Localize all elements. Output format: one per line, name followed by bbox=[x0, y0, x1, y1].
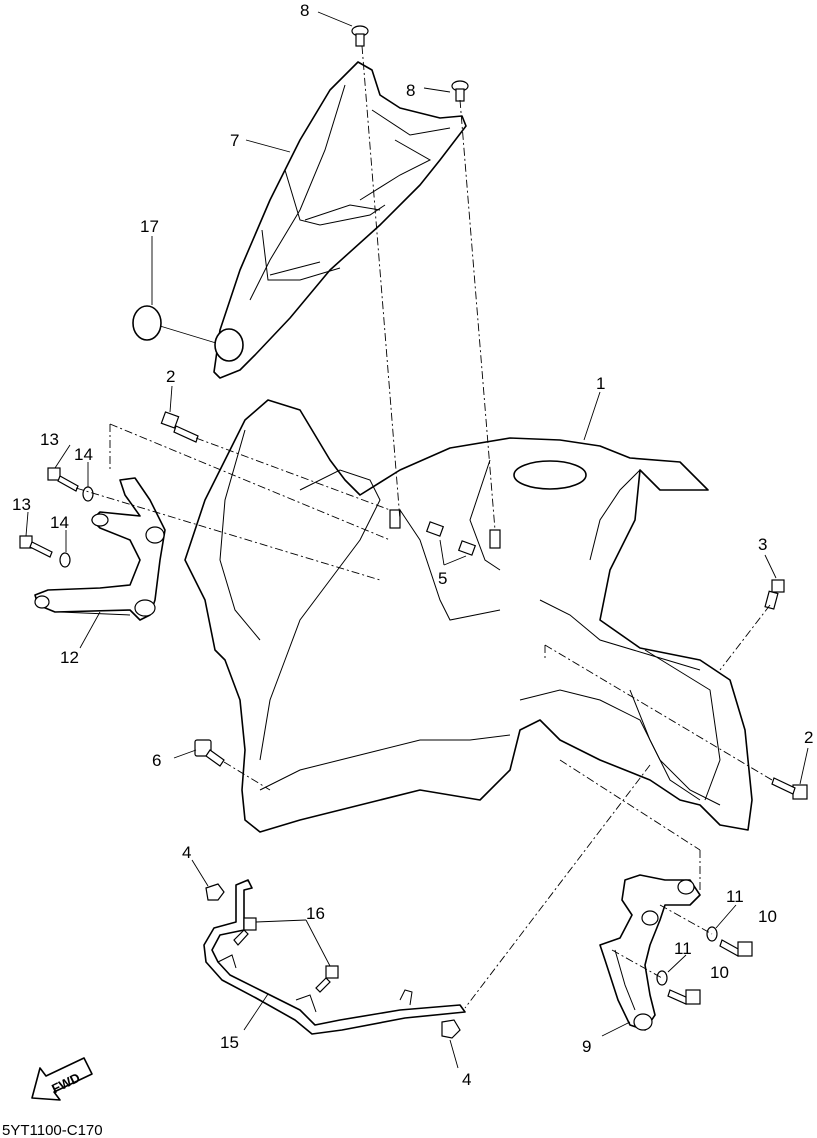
bolt-2-right bbox=[771, 777, 808, 800]
callout-label: 4 bbox=[182, 843, 191, 862]
washer-14-lower bbox=[59, 552, 71, 568]
callout-label: 13 bbox=[40, 430, 59, 449]
nut-4-bottom bbox=[441, 1019, 461, 1039]
callout-label: 3 bbox=[758, 535, 767, 554]
callout-label: 10 bbox=[758, 907, 777, 926]
callout-label: 1 bbox=[596, 374, 605, 393]
callout-label: 6 bbox=[152, 751, 161, 770]
callout-label: 4 bbox=[462, 1070, 471, 1089]
emblem-recess bbox=[214, 328, 244, 362]
callout-labels: 1 2 2 3 4 4 5 6 7 8 8 9 10 10 11 11 12 1… bbox=[12, 1, 813, 1089]
bolt-13-lower bbox=[19, 535, 53, 558]
bolt-16-upper bbox=[233, 917, 257, 946]
callout-label: 13 bbox=[12, 495, 31, 514]
washer-11-lower bbox=[656, 970, 668, 986]
washer-14-upper bbox=[82, 486, 94, 502]
callout-label: 2 bbox=[166, 367, 175, 386]
screw-8-right bbox=[451, 80, 469, 102]
callout-label: 9 bbox=[582, 1037, 591, 1056]
bolt-13-upper bbox=[47, 467, 79, 492]
bolt-10-upper bbox=[719, 939, 753, 957]
callout-label: 11 bbox=[726, 887, 744, 906]
callout-label: 5 bbox=[438, 569, 447, 588]
callout-label: 16 bbox=[306, 904, 325, 923]
callout-label: 8 bbox=[300, 1, 309, 20]
bolt-10-lower bbox=[667, 989, 701, 1005]
callout-label: 2 bbox=[804, 728, 813, 747]
callout-label: 8 bbox=[406, 81, 415, 100]
bolt-6 bbox=[194, 739, 225, 767]
callout-label: 17 bbox=[140, 217, 159, 236]
callout-label: 14 bbox=[50, 513, 69, 532]
callout-label: 11 bbox=[674, 939, 692, 958]
leader-lines bbox=[25, 11, 809, 1069]
callout-label: 15 bbox=[220, 1033, 239, 1052]
fwd-direction-arrow: FWD bbox=[31, 1057, 93, 1101]
right-bracket-part-9 bbox=[599, 874, 701, 1031]
screw-8-top bbox=[351, 25, 369, 47]
bolt-2-upper bbox=[160, 411, 199, 443]
front-fender-part-1 bbox=[184, 399, 753, 833]
nut-4-left bbox=[205, 883, 225, 901]
emblem-part-17 bbox=[132, 305, 217, 344]
assembly-guide-lines bbox=[75, 45, 773, 1009]
bolt-3 bbox=[764, 579, 785, 610]
callout-label: 7 bbox=[230, 131, 239, 150]
diagram-code: 5YT1100-C170 bbox=[2, 1122, 103, 1138]
bolt-16-lower bbox=[315, 965, 339, 993]
left-bracket-part-12 bbox=[34, 477, 166, 621]
callout-label: 12 bbox=[60, 648, 79, 667]
callout-label: 10 bbox=[710, 963, 729, 982]
lower-stay-part-15 bbox=[203, 879, 466, 1035]
front-top-panel-part-7 bbox=[213, 61, 467, 379]
callout-label: 14 bbox=[74, 445, 93, 464]
